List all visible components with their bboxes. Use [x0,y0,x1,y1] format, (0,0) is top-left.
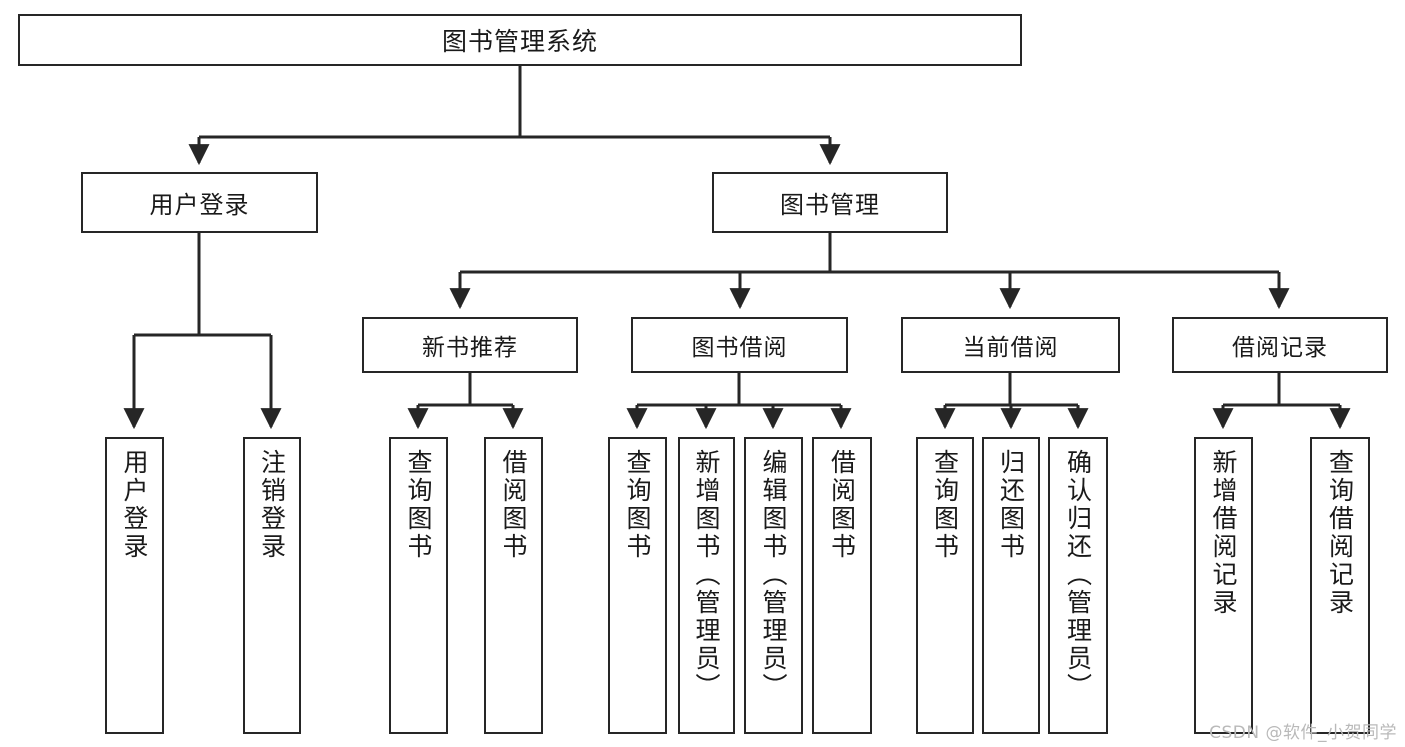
node-book-management[interactable]: 图书管理 [712,172,948,233]
node-root-system[interactable]: 图书管理系统 [18,14,1022,66]
node-borrow-record[interactable]: 借阅记录 [1172,317,1388,373]
leaf-add-borrow-record[interactable]: 新增借阅记录 [1194,437,1253,734]
leaf-add-book-admin-label: 新增图书（管理员） [692,449,721,701]
node-current-borrow-label: 当前借阅 [962,335,1059,361]
leaf-borrow-book-recommend-label: 借阅图书 [499,449,528,561]
node-book-borrow[interactable]: 图书借阅 [631,317,848,373]
leaf-user-login-label: 用户登录 [120,449,149,561]
leaf-edit-book-admin[interactable]: 编辑图书（管理员） [744,437,803,734]
leaf-query-book-borrow-label: 查询图书 [623,449,652,561]
leaf-edit-book-admin-label: 编辑图书（管理员） [759,449,788,701]
leaf-query-book-borrow[interactable]: 查询图书 [608,437,667,734]
node-new-book-recommend-label: 新书推荐 [422,335,518,361]
leaf-return-book-label: 归还图书 [996,449,1026,561]
node-root-system-label: 图书管理系统 [441,27,598,56]
watermark-csdn: CSDN @软件_小贺同学 [1209,723,1397,743]
leaf-confirm-return-admin-label: 确认归还（管理员） [1063,449,1093,701]
leaf-query-borrow-record[interactable]: 查询借阅记录 [1310,437,1370,734]
leaf-borrow-book[interactable]: 借阅图书 [812,437,872,734]
node-user-login-label: 用户登录 [149,191,250,219]
leaf-query-book-recommend[interactable]: 查询图书 [389,437,448,734]
leaf-confirm-return-admin[interactable]: 确认归还（管理员） [1048,437,1108,734]
node-new-book-recommend[interactable]: 新书推荐 [362,317,578,373]
leaf-add-borrow-record-label: 新增借阅记录 [1209,449,1238,617]
node-user-login[interactable]: 用户登录 [81,172,318,233]
leaf-query-borrow-record-label: 查询借阅记录 [1325,449,1355,617]
leaf-return-book[interactable]: 归还图书 [982,437,1040,734]
leaf-query-book-current-label: 查询图书 [930,449,960,561]
leaf-query-book-current[interactable]: 查询图书 [916,437,974,734]
leaf-add-book-admin[interactable]: 新增图书（管理员） [678,437,735,734]
node-book-management-label: 图书管理 [780,191,880,219]
node-borrow-record-label: 借阅记录 [1232,335,1328,361]
leaf-borrow-book-recommend[interactable]: 借阅图书 [484,437,543,734]
leaf-query-book-recommend-label: 查询图书 [404,449,433,561]
leaf-user-login[interactable]: 用户登录 [105,437,164,734]
leaf-logout-label: 注销登录 [257,449,287,561]
leaf-logout[interactable]: 注销登录 [243,437,301,734]
node-current-borrow[interactable]: 当前借阅 [901,317,1120,373]
leaf-borrow-book-label: 借阅图书 [827,449,857,561]
node-book-borrow-label: 图书借阅 [691,335,788,361]
